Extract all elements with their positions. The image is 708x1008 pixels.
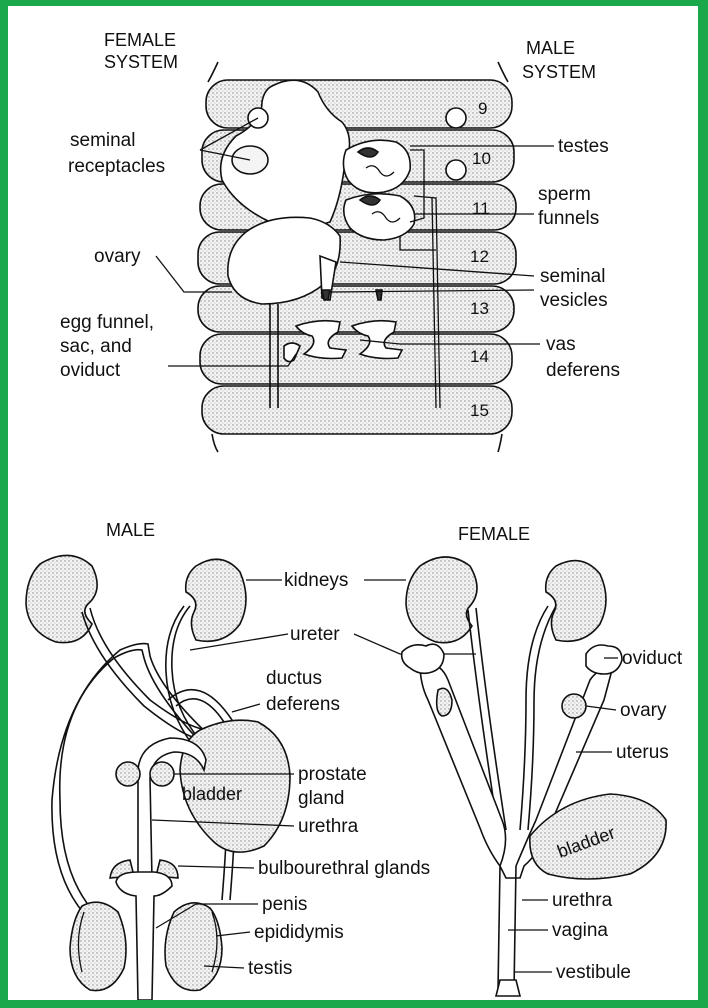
earthworm-diagram: 9 10 11 12 13 14 15 FEMALE SYSTEM MALE S… [60,30,620,452]
label-ductus-deferens-1: ductus [266,668,322,689]
label-seminal-vesicles-1: seminal [540,266,605,287]
label-vas-deferens-2: deferens [546,360,620,381]
anatomy-diagram: 9 10 11 12 13 14 15 FEMALE SYSTEM MALE S… [8,6,698,1000]
label-oviduct: oviduct [622,648,683,669]
label-male-urethra: urethra [298,816,359,837]
label-female-ovary: ovary [620,700,667,721]
label-sperm-funnels-2: funnels [538,208,599,229]
diagram-frame: 9 10 11 12 13 14 15 FEMALE SYSTEM MALE S… [8,6,698,1000]
label-vagina: vagina [552,920,608,941]
female-system-heading-line1: FEMALE [104,30,176,50]
male-system-heading-line1: MALE [526,38,575,58]
female-ovary [562,694,586,718]
segment-number-15: 15 [470,401,489,420]
label-ovary: ovary [94,246,141,267]
female-kidney-left [406,557,477,643]
label-prostate-gland-2: gland [298,788,345,809]
female-oviduct-left [402,644,444,673]
segment-number-12: 12 [470,247,489,266]
human-male-heading: MALE [106,520,155,540]
human-male-diagram: MALE bladder [26,520,290,1000]
label-seminal-receptacles-2: receptacles [68,156,165,177]
segment-number-9: 9 [478,99,487,118]
label-vas-deferens-1: vas [546,334,576,355]
male-bladder-label: bladder [182,784,242,804]
label-seminal-receptacles-1: seminal [70,130,135,151]
label-testes: testes [558,136,609,157]
label-egg-funnel-1: egg funnel, [60,312,154,333]
male-system-heading-line2: SYSTEM [522,62,596,82]
female-kidney-right [546,561,606,642]
prostate-gland-left [116,762,140,786]
segment-number-13: 13 [470,299,489,318]
label-uterus: uterus [616,742,669,763]
label-ureter: ureter [290,624,340,645]
prostate-gland-right [150,762,174,786]
segment-15 [202,386,512,434]
label-epididymis: epididymis [254,922,344,943]
label-ductus-deferens-2: deferens [266,694,340,715]
segment-14 [200,334,512,384]
label-bulbourethral-glands: bulbourethral glands [258,858,430,879]
segment-number-14: 14 [470,347,489,366]
label-egg-funnel-2: sac, and [60,336,132,357]
male-kidney-right [186,559,246,641]
female-oviduct-right [586,645,622,674]
female-system-heading-line2: SYSTEM [104,52,178,72]
label-vestibule: vestibule [556,962,631,983]
label-egg-funnel-3: oviduct [60,360,121,381]
segment-number-10: 10 [472,149,491,168]
segment-number-11: 11 [472,199,490,218]
label-testis: testis [248,958,292,979]
label-penis: penis [262,894,307,915]
label-prostate-gland-1: prostate [298,764,367,785]
label-female-urethra: urethra [552,890,613,911]
male-kidney-left [26,555,97,642]
label-kidneys: kidneys [284,570,348,591]
human-female-heading: FEMALE [458,524,530,544]
label-seminal-vesicles-2: vesicles [540,290,608,311]
label-sperm-funnels-1: sperm [538,184,591,205]
